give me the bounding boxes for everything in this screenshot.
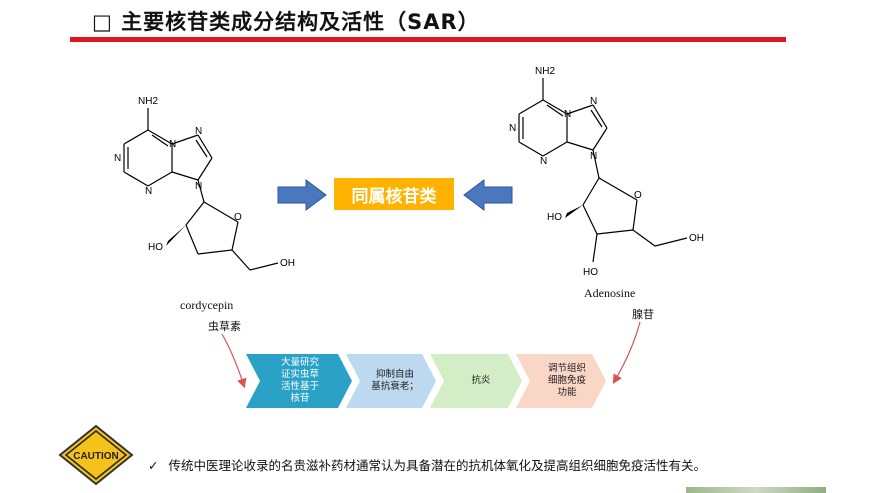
adenosine-pointer-icon (612, 321, 641, 385)
adenosine-n3: N (540, 156, 547, 167)
footer-decoration (686, 487, 826, 493)
cordycepin-cn-label: 虫草素 (208, 320, 241, 333)
cordycepin-n1: N (169, 139, 176, 150)
cordycepin-nh2: NH2 (138, 96, 158, 107)
caution-sign-icon: CAUTION (58, 424, 134, 486)
title-marker: □ (92, 10, 113, 34)
adenosine-n1: N (564, 109, 571, 120)
arrow-right-icon (277, 179, 327, 211)
nucleoside-class-box: 同属核苷类 (334, 178, 454, 210)
adenosine-nh2: NH2 (535, 66, 555, 77)
adenosine-oh: OH (689, 233, 704, 244)
activity-chevrons (246, 354, 606, 408)
chevron-3-label: 抗炎 (471, 375, 491, 386)
chevron-4-label: 调节组织细胞免疫功能 (547, 363, 586, 398)
cordycepin-pointer-icon (221, 333, 247, 389)
adenosine-label: Adenosine (584, 286, 636, 300)
cordycepin-n2: N (114, 153, 121, 164)
adenosine-n4: N (590, 96, 597, 107)
adenosine-ho1: HO (547, 212, 562, 223)
cordycepin-ho: HO (148, 242, 163, 253)
cordycepin-n3: N (145, 186, 152, 197)
chevron-2-label: 抑制自由基抗衰老； (371, 369, 419, 392)
adenosine-o: O (634, 190, 642, 201)
chevron-2 (346, 354, 436, 408)
title-text: 主要核苷类成分结构及活性（SAR） (121, 10, 480, 34)
note-line: ✓ 传统中医理论收录的名贵滋补药材通常认为具备潜在的抗机体氧化及提高组织细胞免疫活… (148, 455, 706, 474)
cordycepin-o: O (234, 212, 242, 223)
slide-title: □ 主要核苷类成分结构及活性（SAR） (92, 6, 480, 36)
adenosine-n5: N (590, 151, 597, 162)
cordycepin-n5: N (195, 181, 202, 192)
chevron-1 (246, 354, 352, 408)
cordycepin-oh: OH (280, 258, 295, 269)
adenosine-n2: N (509, 123, 516, 134)
cordycepin-structure: NH2 N N N N N O HO OH (114, 96, 295, 271)
adenosine-structure: NH2 N N N N N O HO HO OH (509, 66, 704, 278)
note-text: 传统中医理论收录的名贵滋补药材通常认为具备潜在的抗机体氧化及提高组织细胞免疫活性… (168, 458, 706, 473)
caution-label: CAUTION (73, 451, 119, 462)
title-underline (70, 37, 786, 42)
adenosine-cn-label: 腺苷 (632, 308, 654, 321)
cordycepin-n4: N (195, 126, 202, 137)
chevron-3 (430, 354, 522, 408)
chevron-1-label: 大量研究证实虫草活性基于核苷 (280, 357, 319, 404)
cordycepin-label: cordycepin (180, 298, 234, 312)
check-icon: ✓ (148, 458, 159, 473)
adenosine-ho2: HO (583, 267, 598, 278)
chevron-4 (516, 354, 606, 408)
arrow-left-icon (463, 179, 513, 211)
